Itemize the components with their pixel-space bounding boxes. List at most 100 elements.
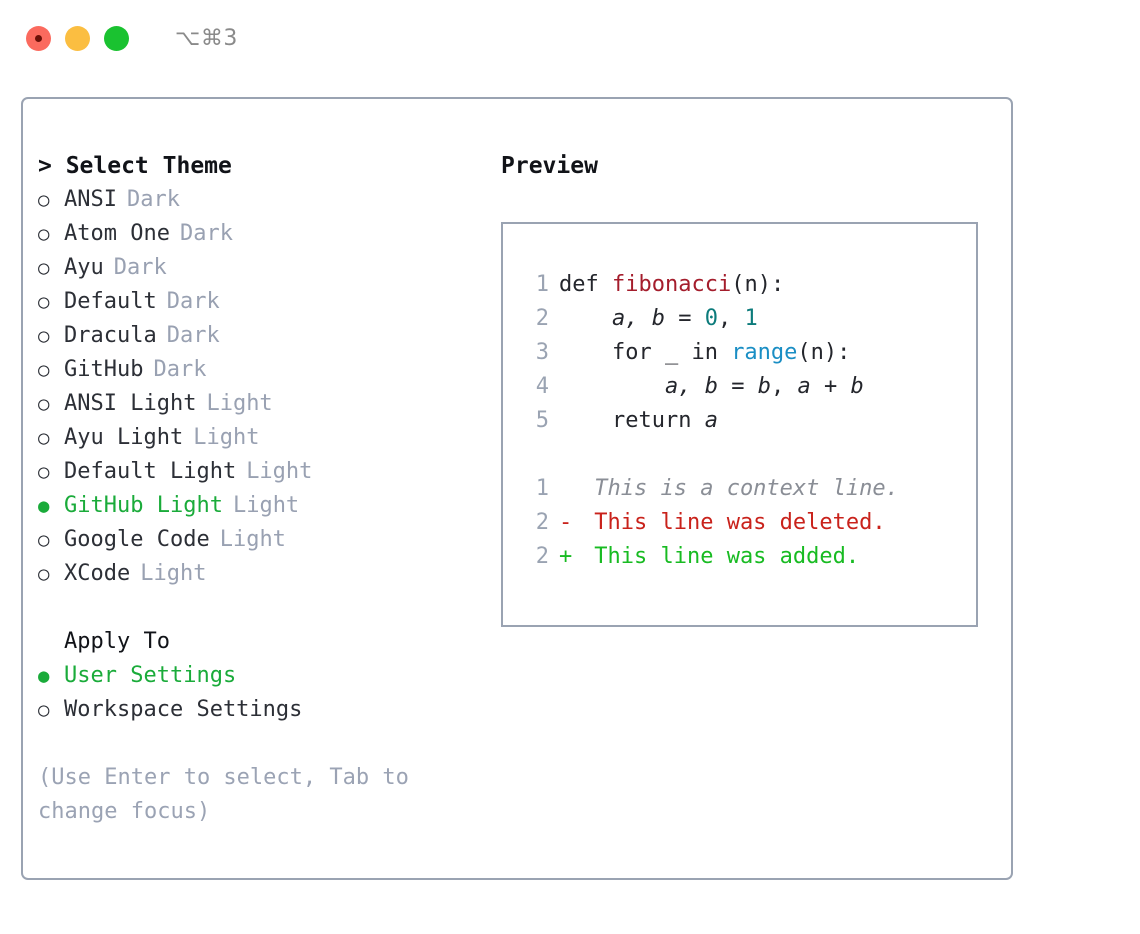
apply-to-list[interactable]: ● User Settings ○Workspace Settings — [38, 659, 493, 727]
diff-sample: 1 This is a context line.2- This line wa… — [521, 472, 976, 574]
theme-item-variant: Dark — [166, 323, 220, 348]
code-token — [559, 374, 665, 399]
code-text: a, b = b, a + b — [559, 370, 864, 404]
code-line: 3 for _ in range(n): — [521, 336, 976, 370]
code-token: (n): — [797, 340, 851, 365]
theme-item[interactable]: ○ Default Dark — [38, 285, 493, 319]
code-token — [559, 306, 612, 331]
minimize-button[interactable] — [65, 25, 90, 51]
code-token: b — [850, 374, 864, 399]
diff-text: This line was deleted. — [581, 510, 886, 535]
line-number: 1 — [535, 272, 549, 297]
theme-item-label: XCode — [64, 561, 131, 586]
theme-item-variant: Dark — [179, 221, 233, 246]
code-token: a — [797, 374, 811, 399]
radio-icon[interactable]: ○ — [38, 461, 50, 483]
code-text: return a — [559, 404, 718, 438]
code-line: 4 a, b = b, a + b — [521, 370, 976, 404]
code-line: 5 return a — [521, 404, 976, 438]
apply-to-item[interactable]: ● User Settings — [38, 659, 493, 693]
theme-item-label: Google Code — [64, 527, 210, 552]
radio-icon[interactable]: ○ — [38, 563, 50, 585]
theme-item-variant: Dark — [126, 187, 180, 212]
theme-item-label: Ayu Light — [64, 425, 184, 450]
code-token: fibonacci — [611, 272, 732, 297]
line-number: 4 — [535, 374, 549, 399]
apply-to-item[interactable]: ○Workspace Settings — [38, 693, 493, 727]
theme-item-label: Default — [64, 289, 157, 314]
traffic-lights — [26, 25, 129, 51]
radio-icon[interactable]: ○ — [38, 359, 50, 381]
code-token: (n): — [731, 272, 785, 297]
theme-item-label: Default Light — [64, 459, 237, 484]
code-line: 2 a, b = 0, 1 — [521, 302, 976, 336]
diff-line: 1 This is a context line. — [521, 472, 976, 506]
radio-icon[interactable]: ○ — [38, 427, 50, 449]
theme-item-variant: Light — [232, 493, 300, 518]
code-token: , — [717, 306, 745, 331]
code-token: = — [664, 306, 705, 331]
radio-icon[interactable]: ○ — [38, 223, 50, 245]
diff-text: This is a context line. — [581, 476, 899, 501]
radio-icon[interactable]: ○ — [38, 291, 50, 313]
line-number: 5 — [535, 408, 549, 433]
code-line: 1 def fibonacci(n): — [521, 268, 976, 302]
diff-line: 2+ This line was added. — [521, 540, 976, 574]
code-token: a, b — [664, 374, 718, 399]
theme-item-variant: Dark — [166, 289, 220, 314]
apply-to-heading: Apply To — [64, 629, 170, 654]
theme-item-label: Ayu — [64, 255, 104, 280]
radio-icon[interactable]: ○ — [38, 393, 50, 415]
diff-line-number: 2 — [535, 510, 549, 535]
code-token: a — [704, 408, 718, 433]
line-number: 3 — [535, 340, 549, 365]
line-number: 2 — [535, 306, 549, 331]
radio-selected-icon[interactable]: ● — [38, 495, 50, 517]
theme-item-variant: Light — [193, 425, 260, 450]
apply-to-section: Apply To ● User Settings ○Workspace Settin… — [38, 625, 493, 727]
code-token: + — [810, 374, 851, 399]
code-token: for _ in — [559, 340, 732, 365]
theme-item-variant: Light — [206, 391, 273, 416]
code-token: return — [559, 408, 705, 433]
radio-icon[interactable]: ○ — [38, 699, 50, 721]
theme-item-label: ANSI — [64, 187, 117, 212]
diff-line-number: 2 — [535, 544, 549, 569]
theme-item[interactable]: ○ ANSI Dark — [38, 183, 493, 217]
diff-line-number: 1 — [535, 476, 549, 501]
radio-icon[interactable]: ○ — [38, 325, 50, 347]
theme-item[interactable]: ○ Ayu Light Light — [38, 421, 493, 455]
radio-icon[interactable]: ○ — [38, 189, 50, 211]
close-icon — [35, 34, 42, 42]
radio-icon[interactable]: ○ — [38, 529, 50, 551]
close-button[interactable] — [26, 25, 51, 51]
radio-icon[interactable]: ○ — [38, 257, 50, 279]
radio-selected-icon[interactable]: ● — [38, 665, 50, 687]
diff-sign: - — [559, 510, 573, 535]
code-text: a, b = 0, 1 — [559, 302, 758, 336]
maximize-button[interactable] — [104, 25, 129, 51]
select-theme-heading: > Select Theme — [38, 153, 232, 179]
spacer — [521, 438, 976, 472]
apply-to-item-label: User Settings — [64, 663, 237, 688]
diff-line: 2- This line was deleted. — [521, 506, 976, 540]
code-token: , — [770, 374, 798, 399]
keyboard-shortcut-label: ⌥⌘3 — [175, 25, 238, 51]
code-text: for _ in range(n): — [559, 336, 850, 370]
code-token: def — [559, 272, 612, 297]
